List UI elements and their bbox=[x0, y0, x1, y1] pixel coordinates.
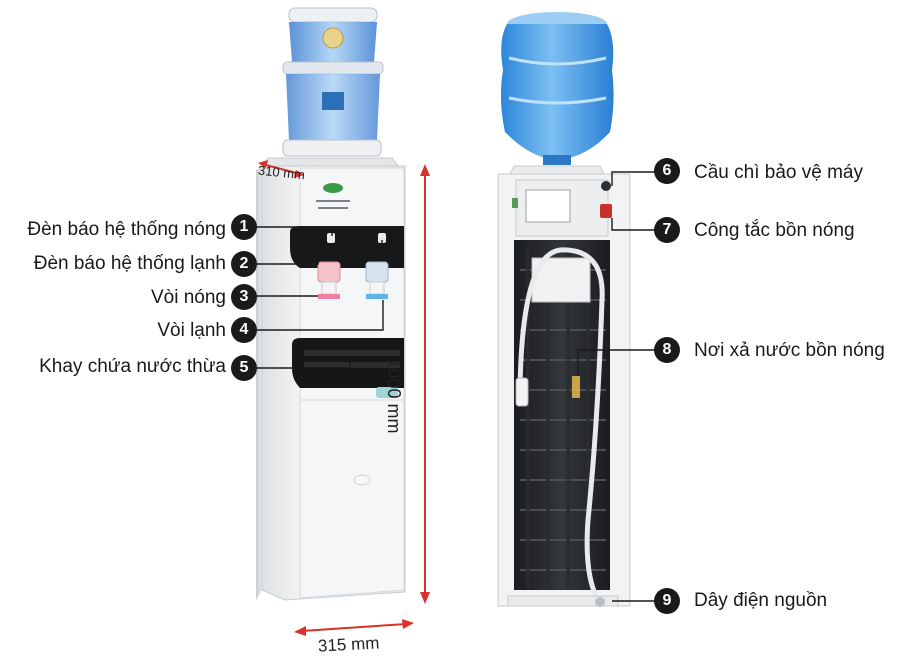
water-bottle bbox=[500, 12, 614, 165]
callout-6-label: Cầu chì bảo vệ máy bbox=[694, 162, 863, 183]
callout-4-badge: 4 bbox=[231, 317, 257, 343]
callout-2-label: Đèn báo hệ thống lạnh bbox=[33, 253, 226, 274]
callout-9-badge: 9 bbox=[654, 588, 680, 614]
callout-9-label: Dây điện nguồn bbox=[694, 590, 828, 611]
callout-5-label: Khay chứa nước thừa bbox=[39, 356, 226, 377]
callout-5-badge: 5 bbox=[231, 355, 257, 381]
callout-7-badge: 7 bbox=[654, 217, 680, 243]
callout-1-label: Đèn báo hệ thống nóng bbox=[27, 219, 226, 240]
callout-lines bbox=[257, 171, 661, 602]
filter-tank bbox=[282, 7, 384, 157]
callout-7-label: Công tắc bồn nóng bbox=[694, 220, 855, 241]
callout-2-badge: 2 bbox=[231, 251, 257, 277]
callout-8-badge: 8 bbox=[654, 337, 680, 363]
width-dimension-label: 315 mm bbox=[317, 633, 380, 656]
back-dispenser bbox=[497, 12, 631, 607]
dimension-lines bbox=[258, 160, 430, 636]
callout-6-badge: 6 bbox=[654, 158, 680, 184]
callout-4-label: Vòi lạnh bbox=[157, 320, 226, 341]
callout-3-badge: 3 bbox=[231, 284, 257, 310]
callout-3-label: Vòi nóng bbox=[150, 287, 226, 308]
callout-8-label: Nơi xả nước bồn nóng bbox=[694, 340, 885, 361]
height-dimension-label: 1000 mm bbox=[384, 358, 404, 434]
front-dispenser bbox=[256, 7, 406, 601]
callout-1-badge: 1 bbox=[231, 214, 257, 240]
